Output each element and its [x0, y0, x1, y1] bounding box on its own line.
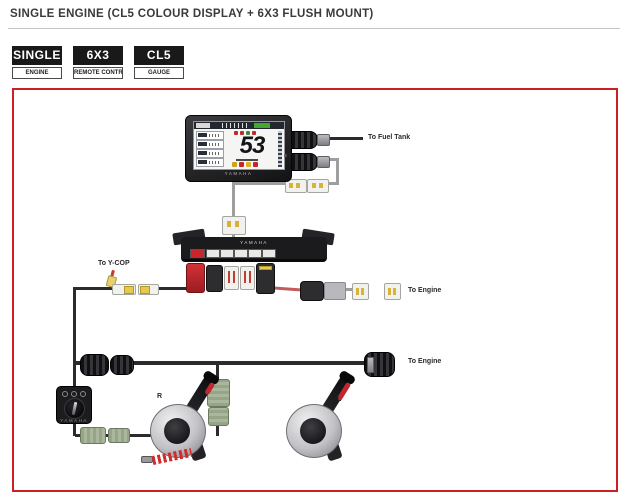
- badge-single-engine-top: SINGLE: [12, 46, 62, 65]
- display-brand-text: YAMAHA: [224, 171, 253, 176]
- badge-single-engine-bottom: ENGINE: [12, 67, 62, 79]
- remote-pivot: [164, 418, 190, 444]
- screen-status-icon: [246, 131, 250, 135]
- cable-segment: [75, 287, 113, 290]
- badge-cl5-gauge-bottom: GAUGE: [134, 67, 184, 79]
- hub-port: [206, 249, 220, 258]
- hub-port: [262, 249, 276, 258]
- screen-side-strip: [278, 131, 282, 167]
- cable-segment: [327, 182, 337, 185]
- badge-6x3-remote-bottom: REMOTE CONTROL: [73, 67, 123, 79]
- cable-segment: [73, 421, 76, 436]
- screen-tachometer-ticks: [222, 123, 248, 128]
- label-remote-left: L: [337, 396, 342, 403]
- key-position-icon: [62, 391, 68, 397]
- screen-gauge-box: [196, 158, 224, 167]
- main-harness-connector-a: [80, 354, 109, 376]
- page-title: SINGLE ENGINE (CL5 COLOUR DISPLAY + 6X3 …: [10, 8, 374, 20]
- remote-control-left: [286, 369, 358, 464]
- cable-segment: [327, 137, 363, 140]
- label-to-fuel-tank: To Fuel Tank: [368, 134, 411, 141]
- remote-pivot: [300, 418, 326, 444]
- screen-gauge-box: [196, 149, 224, 158]
- cable-segment: [232, 232, 235, 238]
- key-panel-brand-text: YAMAHA: [60, 418, 88, 423]
- screen-alert-icon: [232, 162, 237, 167]
- label-remote-right: R: [157, 393, 163, 400]
- key-switch-panel: YAMAHA: [56, 386, 92, 424]
- hub-signal-plug: [256, 263, 275, 294]
- screen-status-icon: [234, 131, 238, 135]
- cable-segment: [232, 180, 235, 218]
- badge-cl5-gauge: CL5 GAUGE: [134, 46, 184, 79]
- cable-segment: [73, 361, 82, 365]
- screen-gauge-box: [196, 140, 224, 149]
- screen-alert-icon: [239, 162, 244, 167]
- cable-segment: [156, 287, 188, 290]
- screen-status-icon: [240, 131, 244, 135]
- fuel-tank-connector-collar: [317, 134, 330, 146]
- cable-segment: [327, 158, 339, 161]
- screen-speed-underline: [236, 159, 258, 161]
- hub-port: [248, 249, 262, 258]
- ycop-line-connector-right: [138, 284, 159, 295]
- engine-signal-connector: [300, 281, 324, 301]
- badge-row: SINGLE ENGINE 6X3 REMOTE CONTROL CL5 GAU…: [12, 46, 184, 79]
- hub-top-connector: [222, 216, 246, 235]
- screen-gauge-box: [196, 131, 224, 140]
- remote-lever-red-grip: [204, 381, 216, 396]
- engine-signal-mini-connector-a: [352, 283, 369, 300]
- cable-segment: [73, 287, 76, 362]
- cable-segment: [336, 158, 339, 185]
- screen-status-icon: [252, 131, 256, 135]
- key-position-icon: [80, 391, 86, 397]
- remote-control-right: [150, 369, 222, 464]
- ycop-line-connector-left: [112, 284, 136, 295]
- display-power-button: [284, 154, 287, 157]
- screen-alert-icon: [246, 162, 251, 167]
- trim-connector-a: [80, 427, 106, 444]
- badge-cl5-gauge-top: CL5: [134, 46, 184, 65]
- fuel-harness-connector-a: [285, 179, 307, 193]
- hub-port: [234, 249, 248, 258]
- engine-signal-mini-connector-b: [384, 283, 401, 300]
- cable-segment: [73, 362, 76, 388]
- hub-black-plug: [206, 265, 223, 292]
- cl5-screen: 53: [193, 121, 285, 170]
- engine-signal-coupler: [324, 282, 346, 300]
- cable-segment: [133, 361, 364, 365]
- command-link-hub: YAMAHA: [181, 237, 327, 262]
- fuel-harness-connector-b: [307, 179, 329, 193]
- cable-segment: [235, 182, 286, 185]
- hub-port: [220, 249, 234, 258]
- cl5-display: 53 YAMAHA: [185, 115, 292, 182]
- fuel-lead-connector-collar: [317, 156, 330, 168]
- key-switch-knob: [64, 398, 85, 419]
- badge-6x3-remote: 6X3 REMOTE CONTROL: [73, 46, 123, 79]
- label-to-ycop: To Y-COP: [98, 260, 130, 267]
- hub-red-plug: [186, 263, 205, 293]
- label-to-engine-lower: To Engine: [408, 358, 442, 365]
- label-to-engine-upper: To Engine: [408, 287, 442, 294]
- hub-brand-text: YAMAHA: [240, 240, 268, 245]
- hub-port-red: [190, 249, 205, 258]
- cable-segment: [345, 288, 355, 291]
- key-position-icon: [71, 391, 77, 397]
- screen-alert-icon: [253, 162, 258, 167]
- badge-single-engine: SINGLE ENGINE: [12, 46, 62, 79]
- screen-logo-segment: [196, 123, 210, 128]
- hub-white-plug: [240, 266, 255, 290]
- screen-green-segment: [254, 123, 270, 128]
- diagram-frame: 53 YAMAHA To Fuel Tank: [12, 88, 618, 492]
- screen-speed-value: 53: [239, 132, 266, 159]
- title-divider: [8, 28, 620, 29]
- key-slot: [71, 401, 78, 416]
- badge-6x3-remote-top: 6X3: [73, 46, 123, 65]
- remote-branch-connector-b: [208, 407, 229, 426]
- engine-main-connector: [364, 352, 395, 377]
- hub-white-plug: [224, 266, 239, 290]
- main-harness-connector-b: [110, 355, 134, 375]
- screen-top-bar: [194, 122, 284, 129]
- trim-connector-b: [108, 428, 130, 443]
